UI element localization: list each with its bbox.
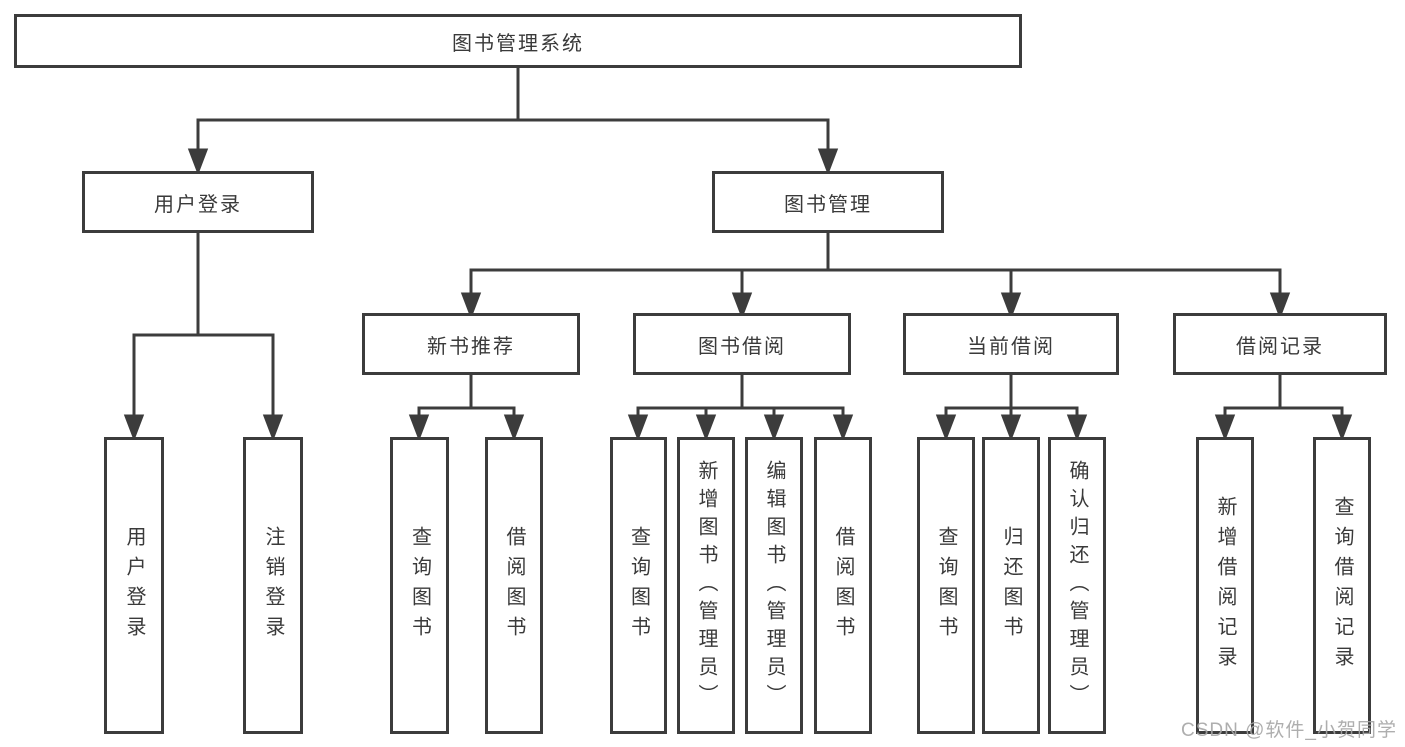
arrowhead — [262, 414, 284, 442]
csdn-watermark: CSDN @软件_小贺同学 — [1181, 720, 1397, 741]
leaf-borrow-query-books: 查询图书 — [610, 437, 667, 734]
node-new-book-recommend-label: 新书推荐 — [427, 335, 515, 358]
arrowhead — [832, 414, 854, 442]
node-book-borrowing-label: 图书借阅 — [698, 335, 786, 358]
node-borrowing-records: 借阅记录 — [1173, 313, 1387, 375]
arrowhead — [187, 148, 209, 176]
leaf-query-borrow-record-label: 查询借阅记录 — [1331, 495, 1353, 676]
node-root: 图书管理系统 — [14, 14, 1022, 68]
leaf-borrow-borrow-books-label: 借阅图书 — [832, 525, 854, 646]
leaf-user-login-label: 用户登录 — [123, 525, 145, 646]
arrowhead — [1000, 414, 1022, 442]
arrowhead — [1331, 414, 1353, 442]
leaf-return-books: 归还图书 — [982, 437, 1040, 734]
leaf-edit-book-admin: 编辑图书（管理员） — [745, 437, 803, 734]
leaf-recommend-query-books-label: 查询图书 — [408, 525, 431, 646]
leaf-add-borrow-record: 新增借阅记录 — [1196, 437, 1254, 734]
leaf-add-book-admin: 新增图书（管理员） — [677, 437, 735, 734]
arrowhead — [1269, 292, 1291, 320]
node-book-borrowing: 图书借阅 — [633, 313, 851, 375]
node-book-management: 图书管理 — [712, 171, 944, 233]
arrowhead — [817, 148, 839, 176]
leaf-current-query-books-label: 查询图书 — [935, 525, 957, 646]
node-current-borrowing-label: 当前借阅 — [967, 335, 1055, 358]
leaf-add-book-admin-label: 新增图书（管理员） — [695, 459, 717, 712]
leaf-borrow-borrow-books: 借阅图书 — [814, 437, 872, 734]
node-borrowing-records-label: 借阅记录 — [1236, 335, 1324, 358]
leaf-recommend-borrow-books-label: 借阅图书 — [503, 525, 525, 646]
leaf-recommend-query-books: 查询图书 — [390, 437, 449, 734]
leaf-return-books-label: 归还图书 — [1000, 525, 1022, 646]
leaf-current-query-books: 查询图书 — [917, 437, 975, 734]
arrowhead — [935, 414, 957, 442]
arrowhead — [695, 414, 717, 442]
node-user-login-group-label: 用户登录 — [154, 193, 242, 216]
connector-group — [123, 68, 1353, 442]
leaf-query-borrow-record: 查询借阅记录 — [1313, 437, 1371, 734]
leaf-confirm-return-admin: 确认归还（管理员） — [1048, 437, 1106, 734]
arrowhead — [763, 414, 785, 442]
arrowhead — [1066, 414, 1088, 442]
arrowhead — [460, 292, 482, 320]
leaf-logout-label: 注销登录 — [262, 525, 284, 646]
arrowhead — [731, 292, 753, 320]
arrowhead — [503, 414, 525, 442]
node-book-management-label: 图书管理 — [784, 193, 872, 216]
leaf-logout: 注销登录 — [243, 437, 303, 734]
leaf-recommend-borrow-books: 借阅图书 — [485, 437, 543, 734]
node-new-book-recommend: 新书推荐 — [362, 313, 580, 375]
node-user-login-group: 用户登录 — [82, 171, 314, 233]
leaf-borrow-query-books-label: 查询图书 — [627, 525, 650, 646]
arrowhead — [627, 414, 649, 442]
node-root-label: 图书管理系统 — [452, 32, 584, 55]
arrowhead — [408, 414, 430, 442]
leaf-edit-book-admin-label: 编辑图书（管理员） — [763, 459, 785, 712]
leaf-user-login: 用户登录 — [104, 437, 164, 734]
arrowhead — [123, 414, 145, 442]
leaf-add-borrow-record-label: 新增借阅记录 — [1214, 495, 1236, 676]
leaf-confirm-return-admin-label: 确认归还（管理员） — [1066, 459, 1088, 712]
arrowhead — [1000, 292, 1022, 320]
node-current-borrowing: 当前借阅 — [903, 313, 1119, 375]
arrowhead — [1214, 414, 1236, 442]
